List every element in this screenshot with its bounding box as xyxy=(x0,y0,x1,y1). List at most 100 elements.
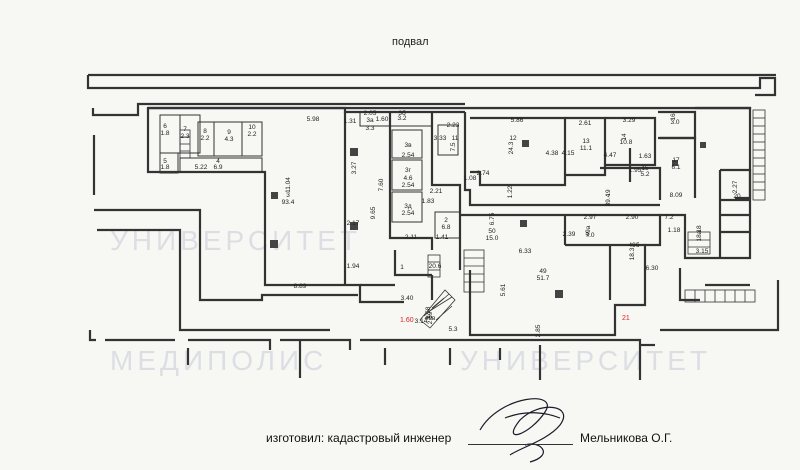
room-label: 3.3 xyxy=(365,125,374,132)
room-label: 6.1 xyxy=(671,164,680,171)
room-label: 4.38 xyxy=(546,150,559,157)
room-label: 15 xyxy=(641,165,649,172)
room-label: 2.2 xyxy=(200,135,209,142)
room-label: 2.74 xyxy=(477,170,490,177)
room-label: 3д xyxy=(404,203,412,210)
room-label: 11 xyxy=(452,135,459,142)
room-label: 3.33 xyxy=(434,135,447,142)
room-label: 3 xyxy=(286,192,290,199)
room-label: 2.05 xyxy=(364,110,377,117)
room-label: 1.22 xyxy=(507,185,514,198)
room-label: 1.8 xyxy=(160,130,169,137)
room-label: 6.30 xyxy=(646,265,659,272)
room-label: 7.60 xyxy=(378,178,385,191)
room-label: 5.61 xyxy=(500,283,507,296)
room-label: 2.27 xyxy=(732,180,739,193)
room-label: 1.60 xyxy=(376,116,389,123)
room-label: 2.39 xyxy=(563,231,576,238)
room-label: 7.2 xyxy=(664,214,673,221)
room-label: 19 xyxy=(605,189,612,197)
room-label: 9.65 xyxy=(370,206,377,219)
room-label: 5.3 xyxy=(448,326,457,333)
room-label: 10.8 xyxy=(620,139,633,146)
plan-title: подвал xyxy=(392,36,429,48)
footer-made-by: изготовил: кадастровый инженер xyxy=(266,431,452,445)
room-label: 1.08 xyxy=(464,175,477,182)
room-label: 8 xyxy=(203,128,207,135)
room-label: 5.86 xyxy=(511,117,524,124)
staircase xyxy=(179,109,766,329)
room-label: 16 xyxy=(670,113,677,121)
room-label: 5 xyxy=(163,158,167,165)
room-label: 49 xyxy=(539,268,547,275)
room-label: 6 xyxy=(163,123,167,130)
room-label: 2.90 xyxy=(626,214,639,221)
room-label: 1.63 xyxy=(639,153,652,160)
room-label: 2.3 xyxy=(180,133,189,140)
room-label: 8.89 xyxy=(294,283,307,290)
room-label: 18 xyxy=(696,225,703,233)
room-label: 2.17 xyxy=(347,220,360,227)
room-label: 1.58 xyxy=(425,306,432,319)
room-label: 24.3 xyxy=(508,141,515,154)
room-label: 3в xyxy=(404,142,412,149)
room-label: 6.75 xyxy=(489,212,496,225)
room-label: 18.3 xyxy=(629,247,636,260)
room-label: 15.0 xyxy=(486,235,499,242)
room-label: 2.2 xyxy=(247,131,256,138)
room-label: 2.54 xyxy=(402,182,415,189)
room-label: 1.95 xyxy=(629,167,642,174)
room-label: 3.0 xyxy=(670,119,679,126)
room-label: 7.0 xyxy=(585,232,594,239)
room-label: 3б xyxy=(398,109,406,117)
room-label: 93.4 xyxy=(282,199,295,206)
room-label: 2.11 xyxy=(405,234,418,241)
room-label: 49в xyxy=(425,315,436,322)
room-label: 39.4 xyxy=(605,193,612,206)
room-label: 11.1 xyxy=(580,145,593,152)
watermark-text: УНИВЕРСИТЕТ xyxy=(460,345,711,376)
room-label: 11.04 xyxy=(285,177,292,193)
room-label: 13 xyxy=(582,138,590,145)
building-walls xyxy=(146,106,752,337)
room-label: 8.09 xyxy=(670,192,683,199)
room-label: 2 xyxy=(444,217,448,224)
room-label: 6.9 xyxy=(213,164,222,171)
room-label: 1.94 xyxy=(347,263,360,270)
room-label: 2.97 xyxy=(584,214,597,221)
room-label: 1.83 xyxy=(422,198,435,205)
room-label: 7.5 xyxy=(450,142,457,151)
room-label: 1 xyxy=(400,264,404,271)
room-label: 14 xyxy=(621,133,628,141)
room-label: 3г xyxy=(405,167,412,174)
signature xyxy=(479,398,565,463)
signature-line xyxy=(468,444,573,445)
outer-walls xyxy=(86,73,780,380)
room-label: 2.54 xyxy=(402,152,415,159)
room-label: 2.85 xyxy=(535,324,542,337)
room-label: 7 xyxy=(183,126,187,133)
room-label: 5.22 xyxy=(195,164,208,171)
room-label: 3а xyxy=(366,117,374,124)
room-label: 17 xyxy=(672,157,680,164)
room-label: 3.15 xyxy=(696,248,709,255)
room-label: 49а xyxy=(585,225,592,236)
room-label: 3.40 xyxy=(401,295,414,302)
watermark-text: МЕДИПОЛИС xyxy=(110,345,327,376)
room-label: 12 xyxy=(509,135,517,142)
room-label: 4 xyxy=(216,158,220,165)
room-label: 1.31 xyxy=(344,118,357,125)
room-label: 5.98 xyxy=(307,116,320,123)
room-label: 1.8 xyxy=(160,164,169,171)
room-label: 20 xyxy=(733,193,741,200)
room-label: 3.2 xyxy=(397,115,406,122)
footer-engineer-name: Мельникова О.Г. xyxy=(580,431,673,445)
room-label: 3.29 xyxy=(623,117,636,124)
room-label: 3.14 xyxy=(415,318,428,325)
room-label: 50 xyxy=(488,228,496,235)
room-label: 20.6 xyxy=(429,263,442,270)
room-label: 4.47 xyxy=(604,152,617,159)
